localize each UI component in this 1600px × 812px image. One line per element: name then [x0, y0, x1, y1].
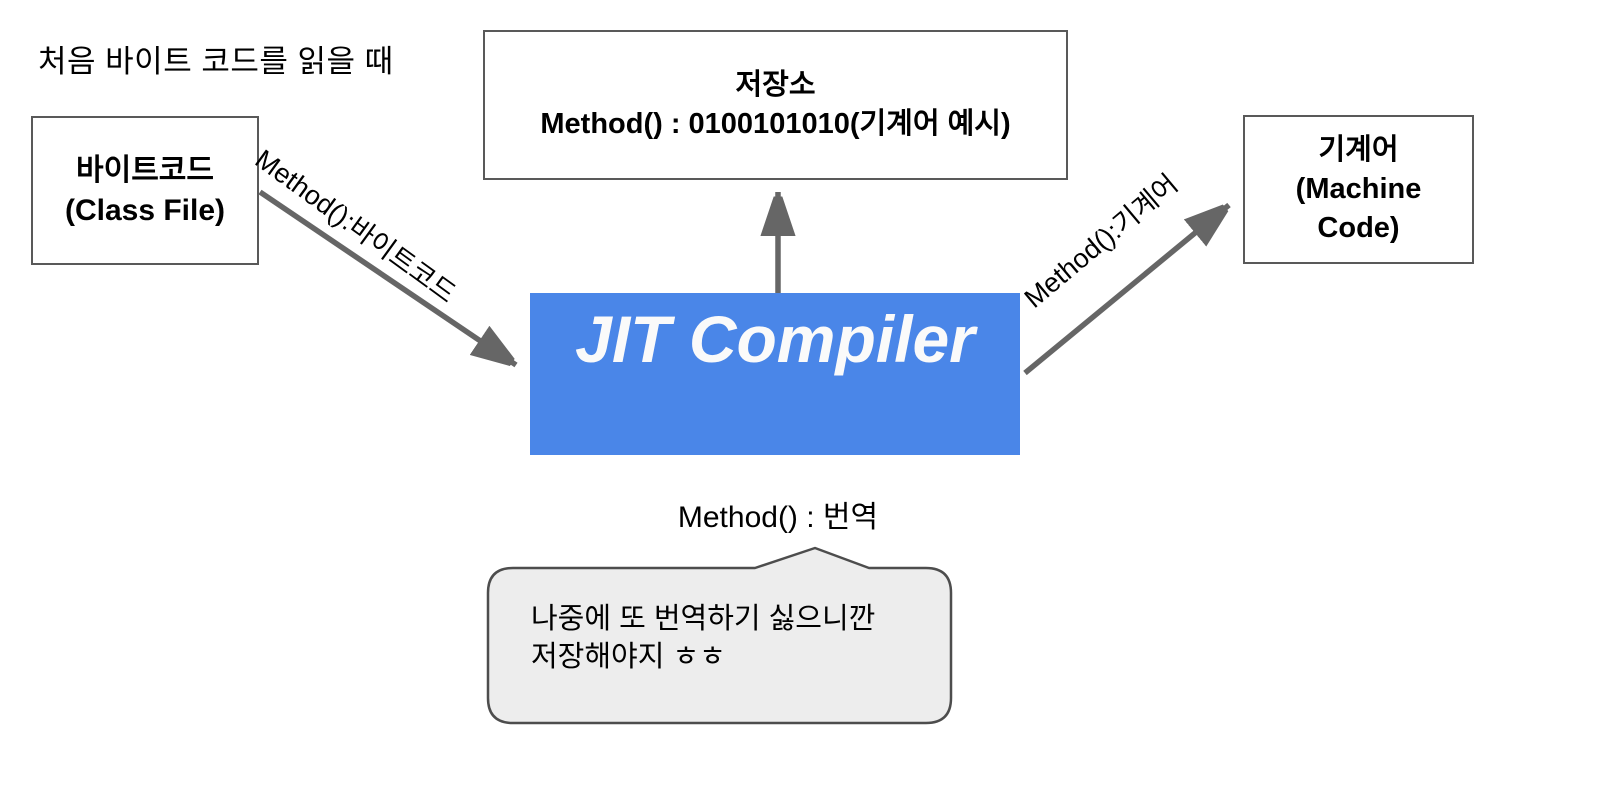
speech-bubble-line1: 나중에 또 번역하기 싫으니깐	[531, 603, 876, 635]
bytecode-box: 바이트코드 (Class File)	[31, 116, 259, 265]
storage-box: 저장소 Method() : 0100101010(기계어 예시)	[483, 30, 1068, 180]
jit-compiler-box: JIT Compiler	[530, 293, 1020, 455]
bytecode-box-line1: 바이트코드	[76, 153, 214, 187]
edge-label-bytecode-to-jit: Method():바이트코드	[249, 143, 462, 310]
machine-code-box-line2: (Machine	[1295, 173, 1422, 205]
method-translate-label: Method() : 번역	[677, 501, 879, 534]
speech-bubble-text: 나중에 또 번역하기 싫으니깐 저장해야지 ㅎㅎ	[531, 600, 875, 676]
machine-code-box-line1: 기계어	[1318, 134, 1399, 166]
machine-code-box: 기계어 (Machine Code)	[1243, 115, 1474, 264]
arrow-bytecode-to-jit	[258, 189, 516, 365]
machine-code-box-line3: Code)	[1317, 212, 1400, 244]
storage-box-line2: Method() : 0100101010(기계어 예시)	[540, 108, 1011, 140]
edge-label-jit-to-machine: Method():기계어	[1018, 168, 1184, 314]
diagram-caption: 처음 바이트 코드를 읽을 때	[38, 44, 394, 79]
speech-bubble-line2: 저장해야지 ㅎㅎ	[531, 641, 726, 673]
storage-box-line1: 저장소	[735, 69, 816, 101]
jit-compiler-label: JIT Compiler	[575, 302, 975, 376]
bytecode-box-line2: (Class File)	[64, 193, 226, 227]
